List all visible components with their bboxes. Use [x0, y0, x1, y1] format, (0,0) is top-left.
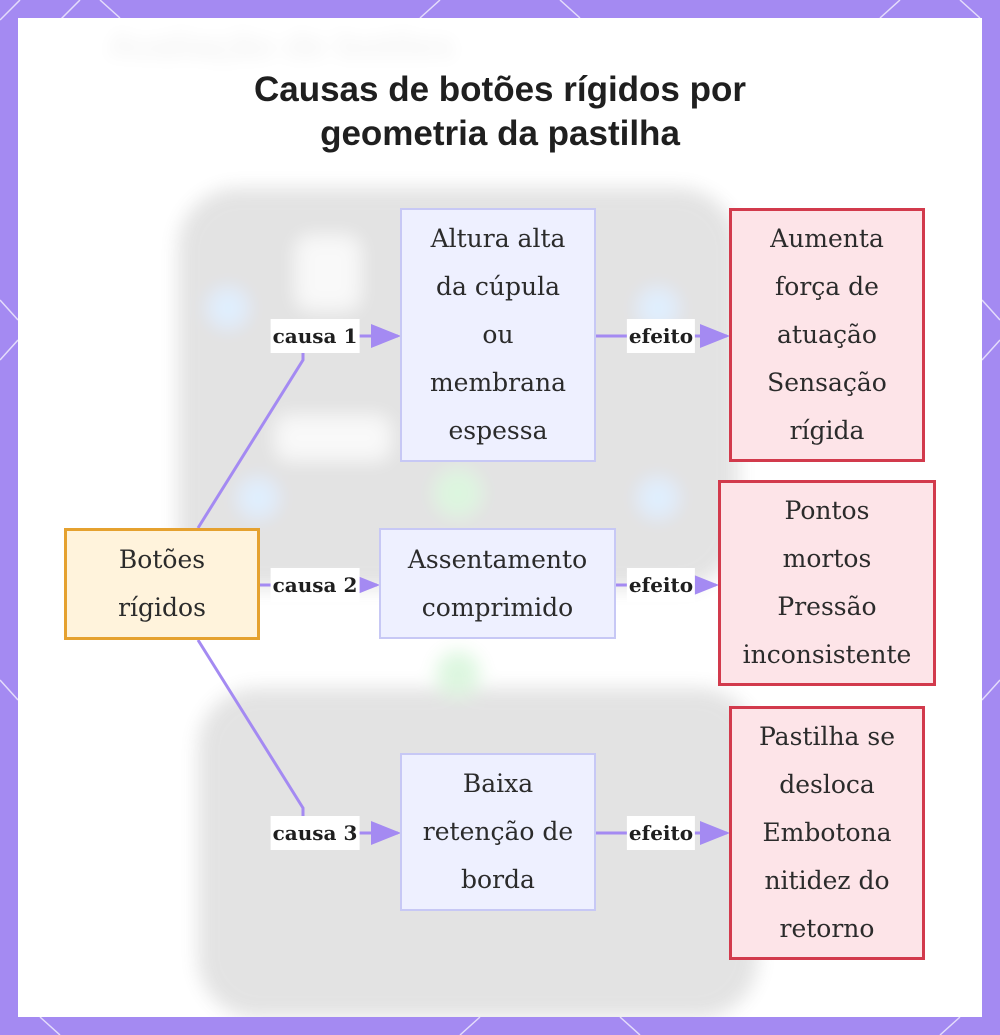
effect-3-line: Embotona [762, 818, 892, 847]
cause-1-line: membrana [429, 368, 567, 397]
cause-1-line: ou [482, 320, 514, 349]
effect-1-line: Sensação [767, 368, 887, 397]
edge-label-effect-1: efeito [626, 319, 696, 353]
diagram-panel: Avaliação de botões Causas de botões ríg… [18, 18, 982, 1017]
cause-node-2: Assentamento comprimido [379, 528, 616, 639]
cause-2-line: Assentamento [407, 544, 588, 574]
effect-3-line: nitidez do [764, 866, 890, 895]
effect-node-2: Pontos mortos Pressão inconsistente [718, 480, 936, 686]
root-node: Botões rígidos [64, 528, 260, 640]
edge-label-effect-2: efeito [626, 568, 696, 602]
effect-1-line: atuação [777, 320, 877, 349]
effect-2-line: Pontos [784, 496, 870, 525]
edge-root-to-cause-1 [196, 324, 401, 529]
cause-1-line: Altura alta [430, 224, 566, 253]
cause-1-line: da cúpula [436, 272, 560, 301]
root-line-1: Botões [118, 545, 206, 574]
effect-1-line: força de [775, 272, 879, 301]
effect-3-line: Pastilha se [758, 722, 896, 751]
root-line-2: rígidos [118, 593, 206, 622]
cause-3-line: borda [461, 865, 535, 894]
edge-label-cause-3: causa 3 [270, 816, 360, 850]
watermark-text: Avaliação de botões [108, 25, 455, 66]
cause-3-line: retenção de [422, 817, 574, 846]
edge-label-effect-3: efeito [626, 816, 696, 850]
effect-node-1: Aumenta força de atuação Sensação rígida [729, 208, 925, 462]
cause-1-line: espessa [448, 416, 548, 445]
effect-3-line: desloca [779, 770, 875, 799]
cause-2-line: comprimido [421, 592, 574, 622]
effect-1-line: Aumenta [770, 224, 884, 253]
effect-3-line: retorno [779, 914, 875, 943]
edge-label-cause-2: causa 2 [270, 568, 360, 602]
cause-3-line: Baixa [462, 769, 534, 798]
diagram-title: Causas de botões rígidos por geometria d… [18, 68, 982, 156]
effect-2-line: inconsistente [742, 640, 912, 669]
effect-2-line: mortos [782, 544, 872, 573]
cause-node-1: Altura alta da cúpula ou membrana espess… [400, 208, 596, 462]
cause-node-3: Baixa retenção de borda [400, 753, 596, 911]
edge-root-to-cause-3 [196, 639, 401, 845]
title-line-1: Causas de botões rígidos por [253, 70, 747, 109]
effect-node-3: Pastilha se desloca Embotona nitidez do … [729, 706, 925, 960]
effect-1-line: rígida [789, 416, 865, 445]
edge-label-cause-1: causa 1 [270, 319, 360, 353]
effect-2-line: Pressão [777, 592, 877, 621]
title-line-2: geometria da pastilha [320, 114, 680, 153]
